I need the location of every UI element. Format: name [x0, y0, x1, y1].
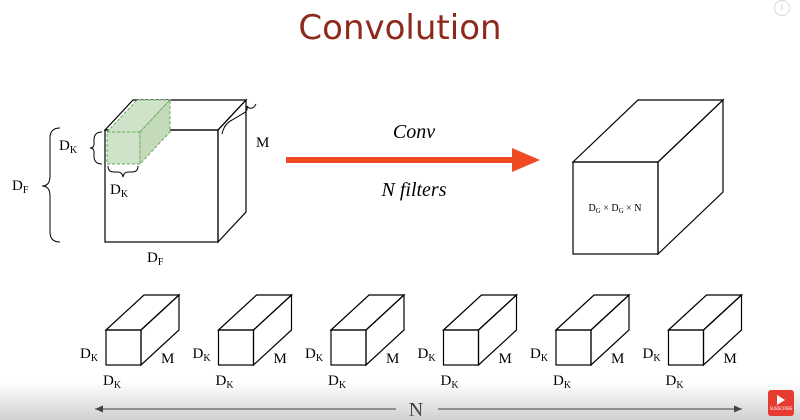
dk-bottom-brace	[107, 165, 139, 178]
filter-top-face	[554, 294, 631, 331]
input-side-face	[217, 98, 247, 244]
filter-side-face	[252, 293, 293, 367]
info-icon[interactable]: i	[774, 0, 790, 16]
filter-depth-label: M	[161, 351, 174, 367]
filter-top-face	[441, 294, 519, 331]
filter-dk-left-label: DK	[305, 346, 324, 364]
kernel-patch	[105, 98, 172, 166]
filter-top-face	[216, 294, 294, 331]
depth-brace	[221, 103, 257, 135]
conv-arrow-head	[512, 148, 540, 172]
filter-5: DKDKM	[530, 293, 631, 391]
dk-side-brace	[89, 131, 103, 165]
filter-front-face	[667, 329, 705, 366]
filter-side-face	[702, 293, 743, 367]
filter-front-face	[217, 329, 255, 366]
filter-depth-label: M	[611, 351, 624, 367]
filter-front-face	[330, 329, 367, 366]
filter-side-face	[477, 293, 518, 367]
df-left-brace	[41, 127, 61, 243]
dk-side-label: DK	[59, 138, 78, 156]
filter-4: DKDKM	[418, 293, 519, 391]
df-left-label: DF	[12, 178, 29, 196]
filter-top-face	[104, 294, 181, 331]
filter-top-face	[666, 294, 744, 331]
filter-side-face	[590, 293, 630, 367]
filter-dk-left-label: DK	[418, 346, 437, 364]
filter-3: DKDKM	[305, 293, 406, 391]
filter-2: DKDKM	[193, 293, 294, 391]
depth-label: M	[256, 135, 269, 151]
filter-1: DKDKM	[80, 293, 181, 391]
conv-label: Conv	[393, 121, 435, 143]
filter-front-face	[555, 329, 592, 366]
df-bottom-label: DF	[147, 250, 164, 268]
slide-title: Convolution	[298, 8, 502, 48]
filter-depth-label: M	[386, 351, 399, 367]
play-icon	[777, 395, 785, 405]
filter-depth-label: M	[499, 351, 512, 367]
filter-top-face	[329, 294, 406, 331]
filter-dk-left-label: DK	[80, 346, 99, 364]
filter-6: DKDKM	[643, 293, 744, 391]
output-side-face	[657, 98, 724, 256]
filter-depth-label: M	[724, 351, 737, 367]
filters-row: DKDKMDKDKMDKDKMDKDKMDKDKMDKDKM	[80, 293, 744, 391]
output-volume	[571, 98, 725, 256]
subscribe-button[interactable]: SUBSCRIBE	[768, 390, 794, 416]
video-bottom-fade	[0, 382, 800, 420]
filters-count-label: N filters	[380, 179, 446, 201]
filter-dk-left-label: DK	[643, 346, 662, 364]
subscribe-label: SUBSCRIBE	[769, 406, 793, 411]
dk-bottom-label: DK	[110, 182, 129, 200]
output-top-face	[571, 99, 725, 163]
filter-side-face	[140, 293, 180, 367]
filter-depth-label: M	[274, 351, 287, 367]
filter-dk-left-label: DK	[530, 346, 549, 364]
output-dims-label: DG × DG × N	[588, 203, 641, 215]
filter-front-face	[105, 329, 142, 366]
filter-side-face	[365, 293, 405, 367]
filter-front-face	[442, 329, 480, 366]
filter-dk-left-label: DK	[193, 346, 212, 364]
